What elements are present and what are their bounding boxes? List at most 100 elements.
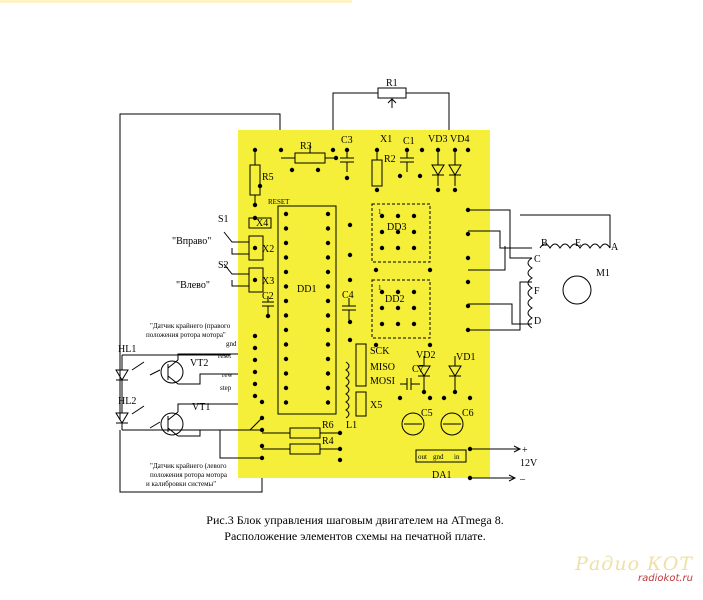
pad-dot <box>395 305 401 311</box>
label-out: out <box>418 453 427 461</box>
pad-dot <box>259 427 265 433</box>
pad-dot <box>257 183 263 189</box>
x4-connector <box>248 217 272 229</box>
label-sensor-right-2: положения ротора мотора" <box>146 331 226 339</box>
label-dd3-pin1: 1 <box>378 208 382 216</box>
pad-dot <box>325 269 331 275</box>
pad-dot <box>252 345 258 351</box>
label-r2: R2 <box>384 154 396 165</box>
label-c5: C5 <box>421 408 433 419</box>
da1-regulator <box>415 449 467 463</box>
pad-dot <box>467 446 473 452</box>
pad-dot <box>333 155 339 161</box>
pad-dot <box>252 333 258 339</box>
pad-dot <box>259 415 265 421</box>
pad-dot <box>325 371 331 376</box>
pad-dot <box>252 202 258 208</box>
pad-dot <box>283 327 289 333</box>
pad-dot <box>344 175 350 181</box>
pad-dot <box>283 342 289 347</box>
pad-dot <box>411 213 417 219</box>
pad-dot <box>325 240 331 246</box>
pad-dot <box>325 226 331 231</box>
pad-dot <box>395 229 401 235</box>
pad-dot <box>395 213 401 219</box>
pad-dot <box>289 167 295 173</box>
pad-dot <box>283 313 289 318</box>
pad-dot <box>465 303 471 309</box>
pad-dot <box>283 385 289 391</box>
pad-dot <box>252 215 258 221</box>
pcb-pads <box>252 147 473 481</box>
c6-capacitor <box>440 412 464 436</box>
pad-dot <box>278 147 284 153</box>
label-12v: 12V <box>520 458 538 469</box>
pad-dot <box>411 305 417 311</box>
label-vd1: VD1 <box>456 352 475 363</box>
pad-dot <box>379 289 385 295</box>
pad-dot <box>347 319 353 325</box>
label-x3: X3 <box>262 276 274 287</box>
label-dd2-pin1: 1 <box>378 284 382 292</box>
label-r1: R1 <box>386 78 398 89</box>
pad-dot <box>441 395 447 401</box>
pad-dot <box>283 269 289 275</box>
pad-dot <box>337 446 343 452</box>
pad-dot <box>283 211 289 217</box>
pad-dot <box>465 147 471 153</box>
label-b: B <box>541 238 548 249</box>
pad-dot <box>252 277 258 283</box>
pad-dot <box>379 245 385 251</box>
pad-dot <box>411 245 417 251</box>
pad-dot <box>397 395 403 401</box>
pad-dot <box>283 400 289 405</box>
pad-dot <box>465 279 471 285</box>
label-in: in <box>454 453 460 461</box>
pad-dot <box>395 289 401 295</box>
pad-dot <box>421 389 427 395</box>
dd2-chip <box>371 279 431 339</box>
pad-dot <box>465 327 471 333</box>
label-a: A <box>611 242 619 253</box>
vt1-transistor <box>160 412 184 436</box>
pad-dot <box>452 187 458 193</box>
pad-dot <box>411 321 417 327</box>
pad-dot <box>452 147 458 153</box>
pad-dot <box>379 305 385 311</box>
pad-dot <box>337 430 343 436</box>
pad-dot <box>465 207 471 213</box>
watermark-brand: Радио КОТ <box>575 553 693 575</box>
c5-capacitor <box>401 412 425 436</box>
pad-dot <box>315 167 321 173</box>
label-reset-pin: reset <box>218 352 231 360</box>
label-dd2: DD2 <box>385 294 404 305</box>
dd1-chip <box>277 205 337 415</box>
label-c2: C2 <box>262 291 274 302</box>
label-rew: rew <box>222 371 233 379</box>
pad-dot <box>427 267 433 273</box>
label-c3: C3 <box>341 135 353 146</box>
pad-dot <box>252 381 258 387</box>
pad-dot <box>283 284 289 289</box>
label-e: E <box>575 238 581 249</box>
label-c1: C1 <box>403 136 415 147</box>
pad-dot <box>417 173 423 179</box>
label-vd2: VD2 <box>416 350 435 361</box>
caption-line-1: Рис.3 Блок управления шаговым двигателем… <box>206 513 504 527</box>
pad-dot <box>259 443 265 449</box>
watermark: Радио КОТ radiokot.ru <box>575 553 693 584</box>
pad-dot <box>259 399 265 405</box>
label-sensor-left-3: и калибровки системы" <box>146 480 216 488</box>
label-s1: S1 <box>218 214 229 225</box>
label-c4: C4 <box>342 290 354 301</box>
pad-dot <box>373 342 379 348</box>
pad-dot <box>374 147 380 153</box>
caption-line-2: Расположение элементов схемы на печатной… <box>224 529 486 543</box>
label-gnd2: gnd <box>433 453 444 461</box>
pad-dot <box>325 284 331 289</box>
pad-dot <box>330 147 336 153</box>
pad-dot <box>265 313 271 319</box>
label-step: step <box>220 384 232 392</box>
pad-dot <box>404 147 410 153</box>
pad-dot <box>465 255 471 261</box>
